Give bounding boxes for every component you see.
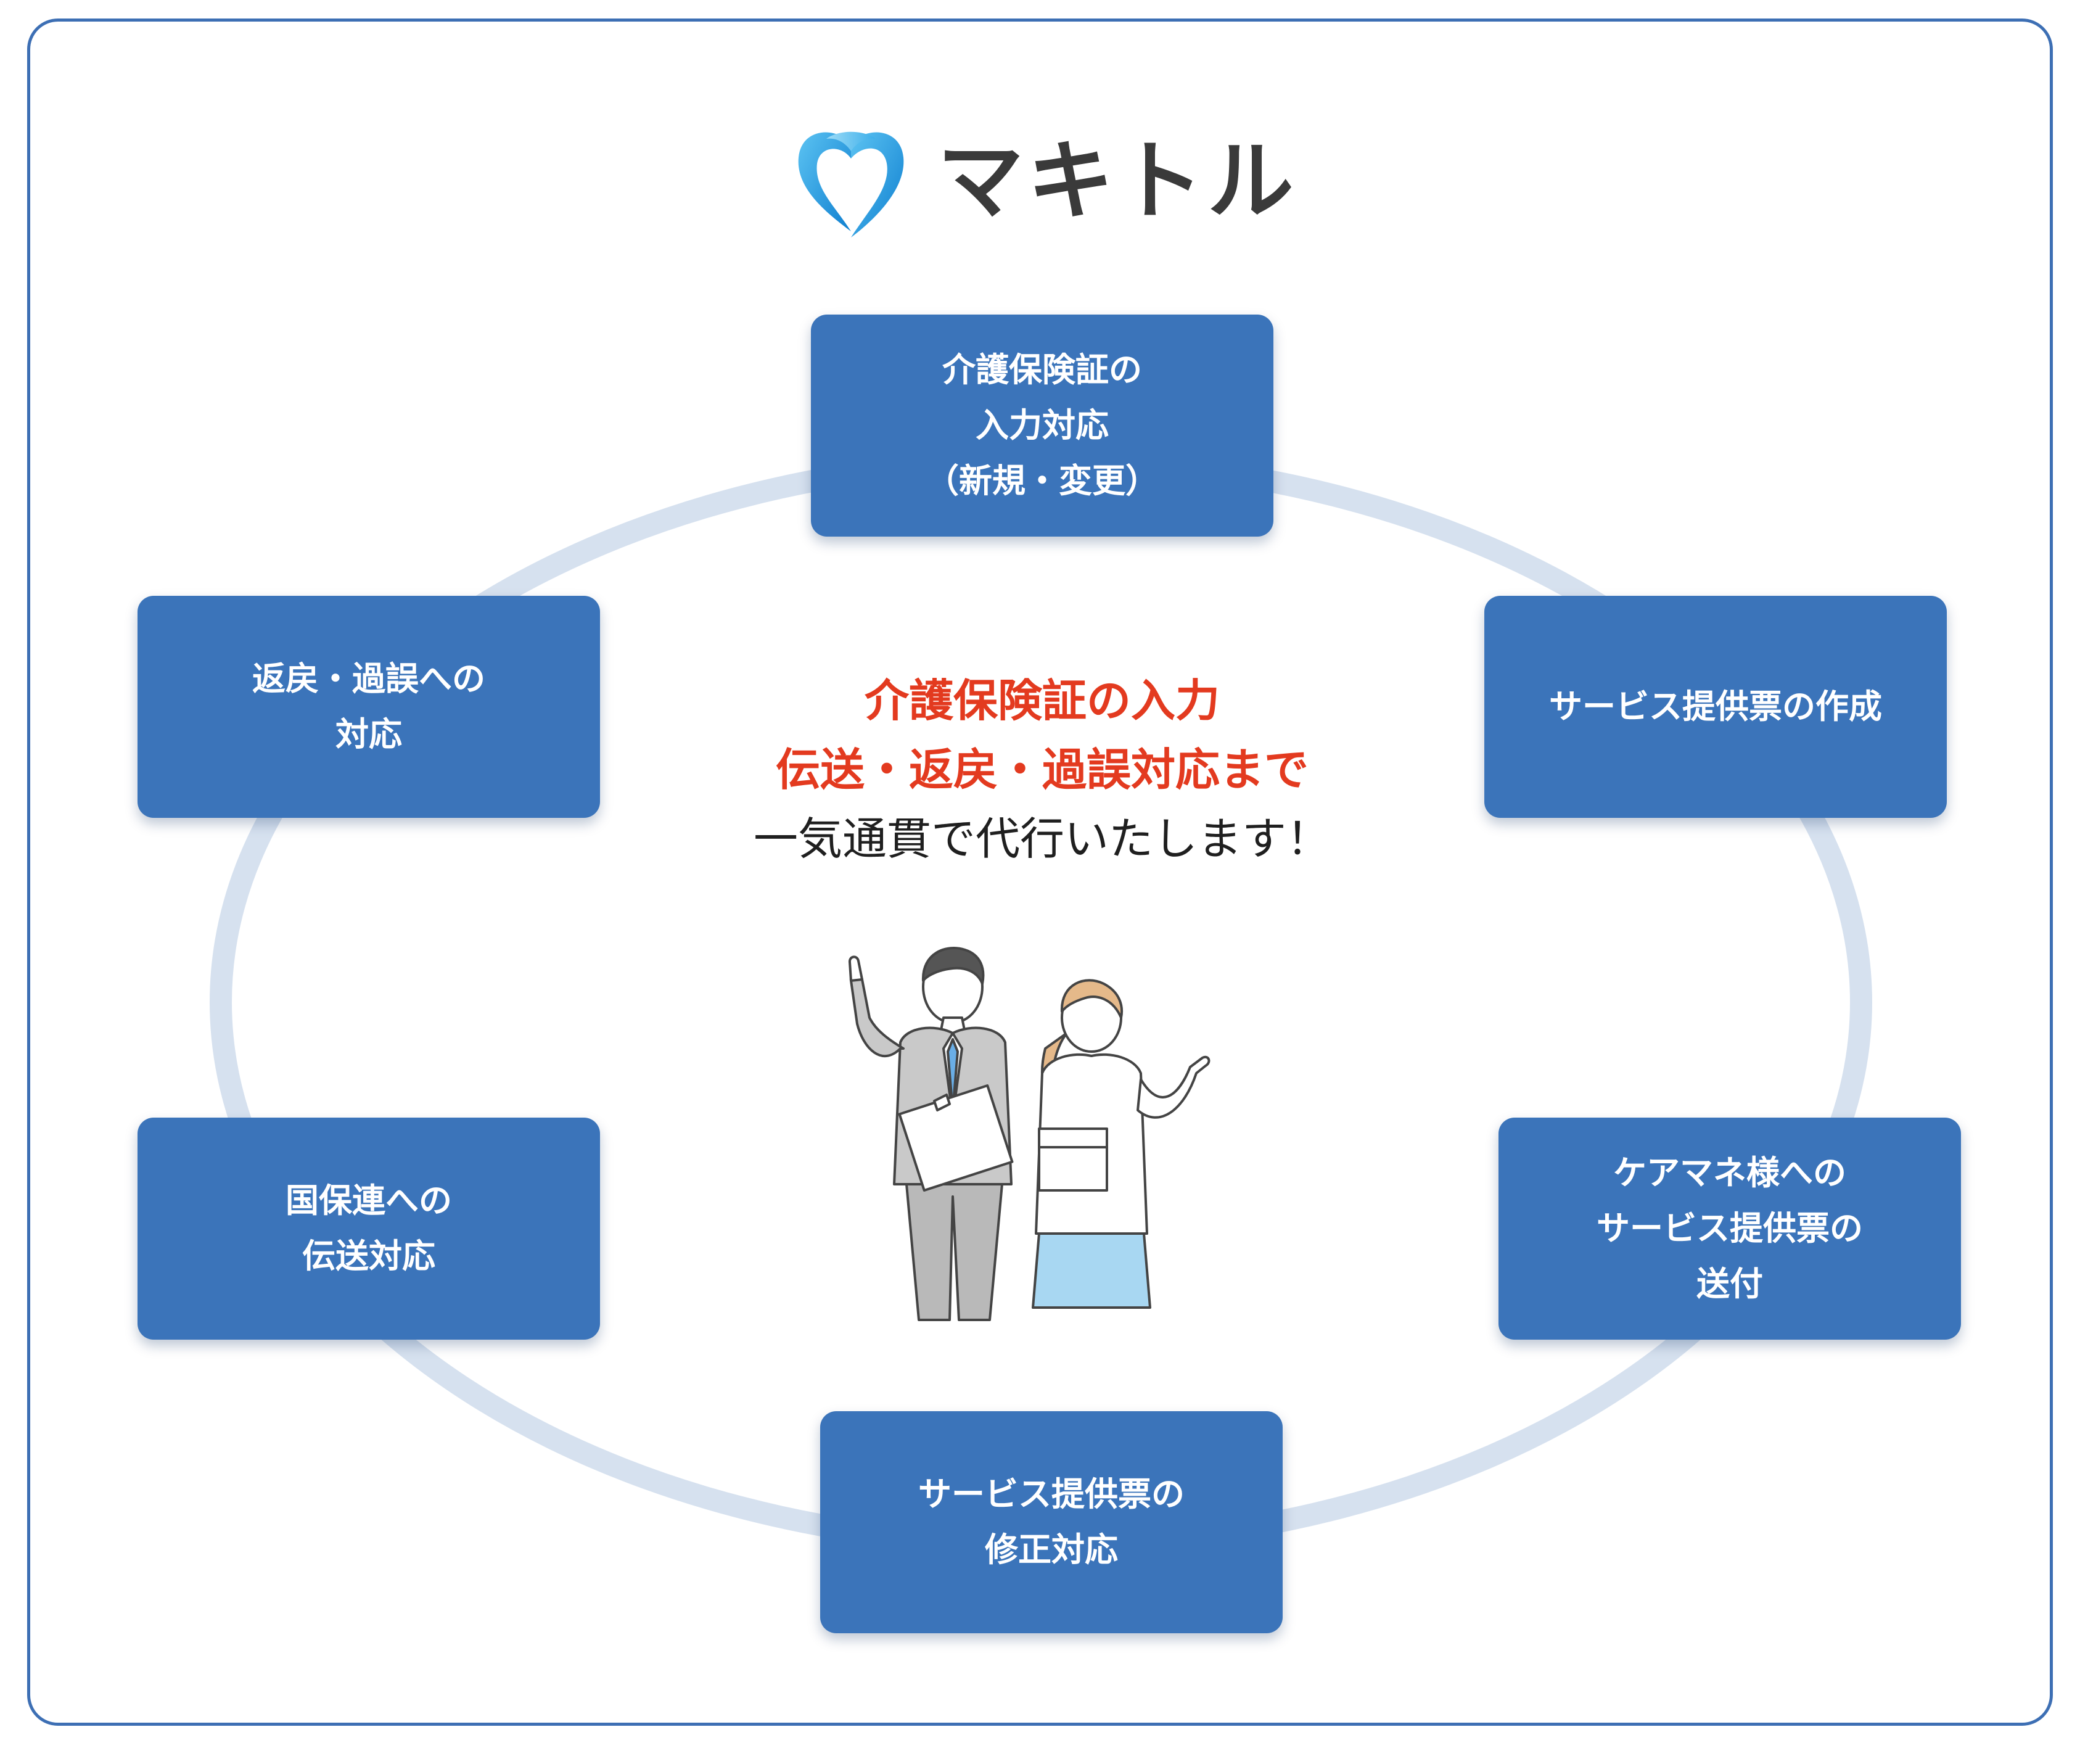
center-message-line-3: 一気通貫で代行いたします！	[753, 813, 1331, 865]
step-transmission-to-kokuhoren: 国保連への 伝送対応	[138, 1118, 600, 1340]
center-message-line-1: 介護保険証の入力	[864, 675, 1220, 727]
step-return-error-handling: 返戻・過誤への 対応	[138, 596, 600, 818]
woman-figure	[1032, 979, 1211, 1309]
step-insurance-card-input: 介護保険証の 入力対応 （新規・変更）	[811, 315, 1273, 537]
center-message: 介護保険証の入力 伝送・返戻・過誤対応まで 一気通貫で代行いたします！	[641, 666, 1443, 873]
brand-name: マキトル	[937, 131, 1298, 232]
step-label: 介護保険証の 入力対応 （新規・変更）	[926, 350, 1159, 500]
step-service-slip-creation: サービス提供票の作成	[1484, 596, 1947, 818]
step-label: サービス提供票の 修正対応	[918, 1475, 1185, 1569]
step-label: 返戻・過誤への 対応	[252, 659, 485, 754]
step-service-slip-correction: サービス提供票の 修正対応	[820, 1411, 1283, 1633]
brand-logo: マキトル	[789, 120, 1297, 244]
step-send-to-care-manager: ケアマネ様への サービス提供票の 送付	[1498, 1118, 1961, 1340]
staff-illustration	[849, 947, 1211, 1321]
step-label: 国保連への 伝送対応	[286, 1181, 452, 1276]
step-label: ケアマネ様への サービス提供票の 送付	[1597, 1153, 1863, 1303]
heart-logo-icon	[798, 131, 904, 237]
step-label: サービス提供票の作成	[1549, 687, 1882, 726]
center-message-line-2: 伝送・返戻・過誤対応まで	[775, 744, 1309, 796]
man-figure	[849, 947, 1014, 1321]
